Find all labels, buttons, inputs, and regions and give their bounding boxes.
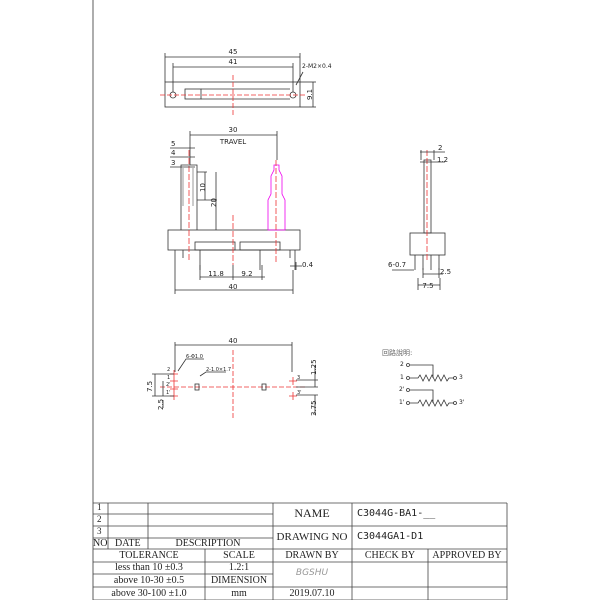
hole-note: 2-M2×0.4	[302, 63, 332, 70]
tolerance-row: less than 10 ±0.3	[115, 562, 183, 573]
title-block-grid	[93, 502, 508, 600]
dim-9-2: 9.2	[241, 270, 253, 278]
circuit-pin: 1'	[399, 399, 405, 406]
circuit-pin: 3	[459, 374, 463, 381]
dim-2-side: 2	[438, 144, 443, 152]
dim-0-4: 0.4	[302, 261, 314, 269]
circuit-pin: 3'	[459, 399, 465, 406]
dim-7-5-bottom: 7.5	[146, 380, 154, 392]
description-header: DESCRIPTION	[175, 538, 241, 549]
pin-label: 1	[167, 375, 171, 381]
bottom-view	[152, 342, 318, 420]
dim-9-1: 9.1	[306, 88, 314, 100]
tolerance-header: TOLERANCE	[119, 550, 179, 561]
no-header: NO	[93, 538, 108, 549]
dim-3-75: 3.75	[310, 400, 318, 416]
dim-20: 20	[210, 198, 218, 207]
dim-45: 45	[228, 48, 238, 56]
check-by-header: CHECK BY	[364, 550, 416, 561]
circuit-pin: 1	[400, 374, 404, 381]
pin-note: 6-0.7	[388, 261, 407, 269]
scale-header: SCALE	[223, 550, 255, 561]
dim-4: 4	[171, 149, 176, 157]
circuit-pin: 2'	[399, 386, 405, 393]
pin-label: 2'	[166, 382, 171, 388]
revision-no: 1	[97, 502, 102, 512]
dimension-unit: mm	[231, 588, 247, 599]
dim-travel-30: 30	[228, 126, 238, 134]
drawing-no-label: DRAWING NO	[276, 531, 348, 543]
dim-11-8: 11.8	[208, 270, 224, 278]
name-value: C3044G-BA1-__	[357, 508, 436, 519]
pin-label: 3'	[297, 390, 302, 396]
dim-10: 10	[199, 183, 207, 192]
dim-2-5-bottom: 2.5	[157, 398, 165, 410]
travel-label: TRAVEL	[219, 138, 247, 146]
dimension-label: DIMENSION	[210, 575, 268, 586]
pin-hole-note: 6-Φ1.0	[186, 354, 203, 360]
pin-label: 3	[297, 375, 301, 381]
dim-5: 5	[171, 140, 176, 148]
tolerance-row: above 10-30 ±0.5	[113, 575, 185, 586]
circuit-title: 回路說明:	[382, 349, 413, 357]
tolerance-row: above 30-100 ±1.0	[111, 588, 187, 599]
dim-1-2: 1.2	[437, 156, 449, 164]
date-header: DATE	[115, 538, 141, 549]
dim-41: 41	[228, 58, 238, 66]
revision-no: 3	[97, 526, 102, 536]
circuit-pin: 2	[400, 361, 404, 368]
front-view	[167, 131, 302, 294]
dim-1-25: 1.25	[310, 359, 318, 375]
revision-no: 2	[97, 514, 102, 524]
dim-3: 3	[171, 159, 176, 167]
drawn-by-header: DRAWN BY	[285, 550, 339, 561]
dim-7-5-side: 7.5	[422, 282, 434, 290]
top-view	[160, 53, 316, 115]
dim-40-bottom: 40	[228, 337, 238, 345]
dim-40-front: 40	[228, 283, 238, 291]
dim-2-5-side: 2.5	[440, 268, 452, 276]
slot-note: 2-1.0×1.7	[206, 367, 232, 373]
approved-by-header: APPROVED BY	[432, 550, 502, 561]
circuit-diagram	[406, 363, 457, 407]
pin-label: 1'	[166, 390, 171, 396]
date-value: 2019.07.10	[289, 588, 335, 599]
name-label: NAME	[294, 506, 330, 520]
side-view	[392, 150, 446, 290]
pin-label: 2	[167, 367, 171, 373]
drawn-by-signature: BGSHU	[295, 568, 329, 578]
drawing-no-value: C3044GA1-D1	[357, 531, 424, 542]
scale-value: 1.2:1	[228, 562, 250, 573]
